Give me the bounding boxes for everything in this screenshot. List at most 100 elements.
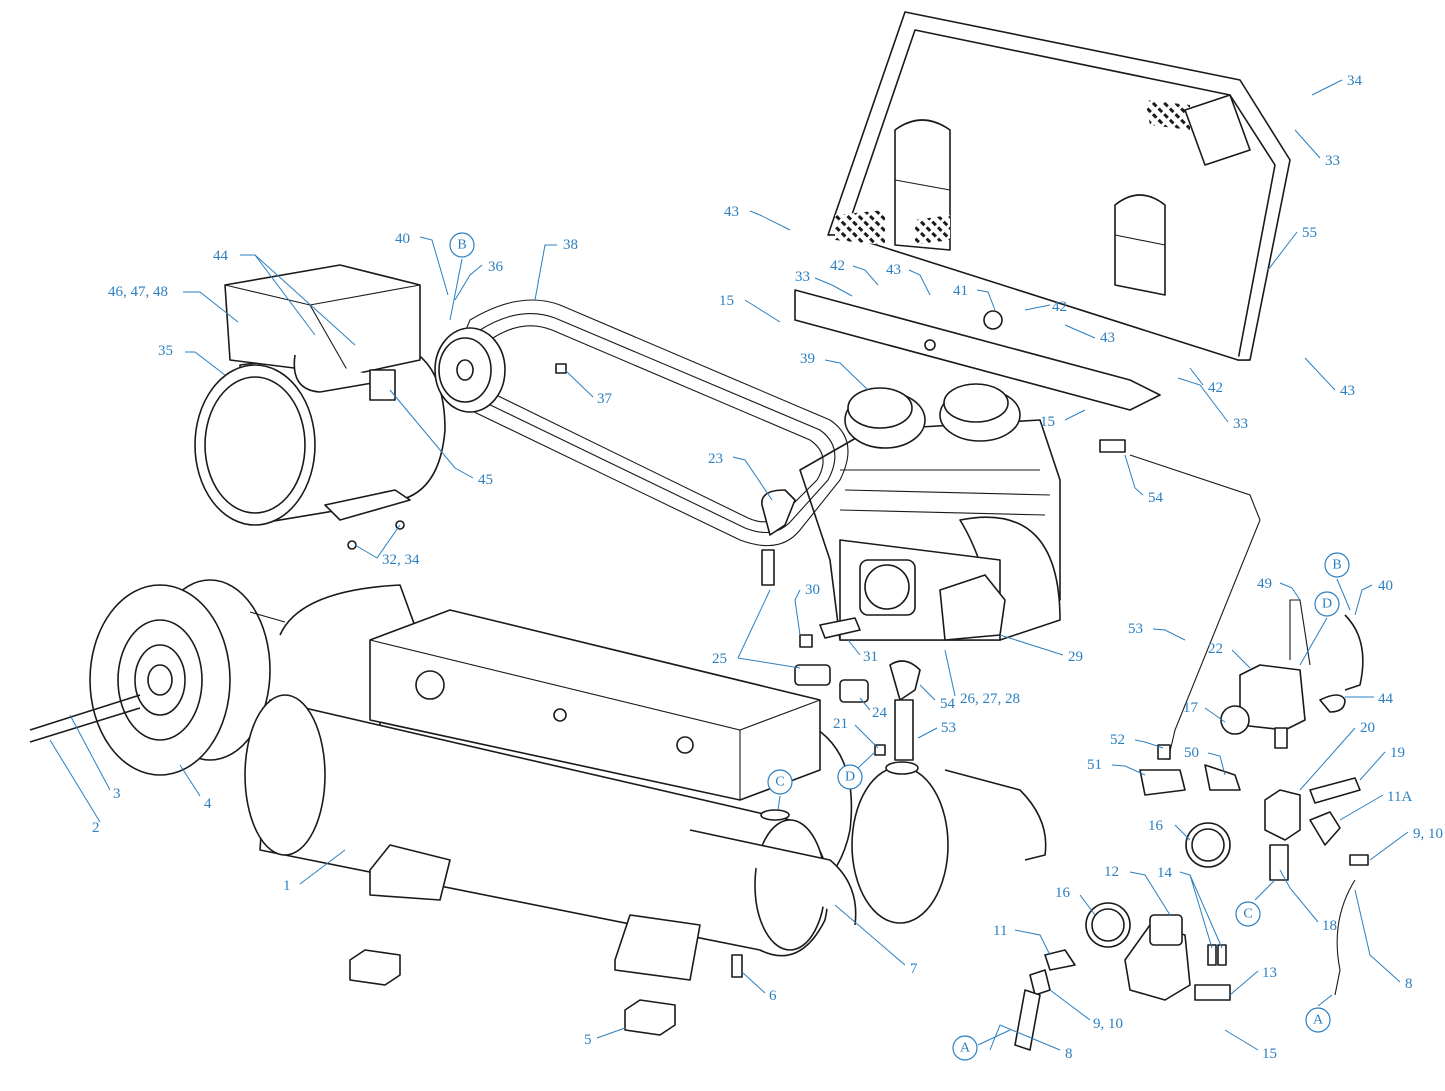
compressor-pump	[799, 383, 1061, 641]
callout-label: 3	[113, 786, 121, 802]
callout-leader-line	[976, 289, 996, 311]
callout-leader-line	[564, 369, 594, 398]
connection-ref-leader	[777, 795, 781, 811]
callout-label: 50	[1184, 745, 1199, 761]
electric-motor	[194, 264, 446, 550]
callout-leader-line	[1014, 929, 1051, 956]
callout-label: 43	[724, 204, 739, 220]
connection-ref-marker: C	[1235, 901, 1261, 927]
callout-label: 6	[769, 988, 777, 1004]
callout-leader-line	[919, 684, 936, 701]
callout-label: 1	[283, 878, 291, 894]
callout-label: 44	[1378, 691, 1394, 707]
callout-leader-line	[376, 524, 401, 559]
callout-leader-line	[999, 634, 1064, 656]
callout-label: 15	[1262, 1046, 1277, 1062]
callout-leader-line	[1339, 794, 1384, 821]
callout-label: 16	[1055, 885, 1071, 901]
callout-label: 32, 34	[382, 552, 420, 568]
callout-leader-line	[1064, 324, 1096, 339]
callout-leader-line	[847, 639, 861, 656]
callout-leader-line	[1369, 831, 1409, 861]
callout-leader-line	[834, 904, 906, 966]
callout-leader-line	[1174, 824, 1191, 841]
connection-ref-label: D	[1322, 597, 1332, 612]
drain-valves	[1139, 744, 1241, 796]
wheel	[29, 579, 286, 776]
callout-label: 25	[712, 651, 727, 667]
callout-label: 7	[910, 961, 918, 977]
callout-label: 36	[488, 259, 504, 275]
connection-ref-circle	[1324, 552, 1350, 578]
connection-ref-label: A	[1313, 1013, 1324, 1028]
callout-leader-line	[917, 727, 938, 739]
callout-label: 26, 27, 28	[960, 691, 1020, 707]
callout-leader-line	[1231, 649, 1251, 669]
guard-bracket	[794, 289, 1161, 411]
connection-ref-label: B	[457, 238, 466, 253]
callout-leader-line	[354, 544, 378, 559]
connection-ref-label: D	[845, 770, 855, 785]
callout-label: 35	[158, 343, 173, 359]
callout-label: 15	[1040, 414, 1055, 430]
callout-leader-line	[944, 649, 956, 697]
callout-leader-line	[183, 291, 239, 323]
callout-label: 43	[1340, 383, 1355, 399]
connection-ref-marker: D	[1314, 591, 1340, 617]
callout-leader-line	[737, 657, 801, 669]
callout-leader-line	[389, 389, 474, 479]
callout-leader-line	[859, 697, 871, 711]
callout-label: 8	[1405, 976, 1413, 992]
callout-label: 54	[1148, 490, 1164, 506]
connection-ref-circle	[952, 1035, 978, 1061]
callout-label: 44	[213, 248, 229, 264]
callout-label: 9, 10	[1413, 826, 1443, 842]
callout-leader-line	[732, 456, 773, 501]
callout-label: 5	[584, 1032, 592, 1048]
connection-ref-leader	[449, 258, 463, 321]
callout-leader-line	[1224, 1029, 1259, 1051]
callout-leader-line	[1359, 751, 1386, 781]
callout-label: 29	[1068, 649, 1083, 665]
callout-label: 53	[1128, 621, 1143, 637]
tank-shroud	[369, 609, 821, 801]
callout-label: 40	[395, 231, 410, 247]
callout-leader-line	[737, 589, 771, 659]
callout-label: 14	[1157, 865, 1173, 881]
callout-leader-line	[1189, 874, 1223, 949]
callout-label: 11A	[1387, 789, 1412, 805]
connection-ref-label: C	[1243, 907, 1252, 922]
connection-ref-leader	[1299, 617, 1328, 666]
callout-leader-line	[1299, 727, 1356, 791]
callout-leader-line	[749, 210, 791, 231]
callout-leader-line	[824, 359, 869, 391]
callout-label: 11	[993, 923, 1007, 939]
callout-leader-line	[1229, 970, 1259, 996]
callout-label: 4	[204, 796, 212, 812]
callout-label: 33	[1325, 153, 1340, 169]
callout-leader-line	[534, 244, 557, 301]
callout-label: 16	[1148, 818, 1164, 834]
callout-label: 13	[1262, 965, 1277, 981]
callout-label: 22	[1208, 641, 1223, 657]
connection-ref-marker: C	[767, 769, 793, 795]
callout-leader-line	[1354, 584, 1373, 616]
callout-leader-line	[254, 254, 356, 346]
connection-ref-circle	[1305, 1007, 1331, 1033]
callout-leader-line	[419, 236, 449, 296]
connection-ref-marker: B	[1324, 552, 1350, 578]
callout-leader-line	[299, 849, 346, 885]
callout-leader-line	[1124, 454, 1144, 496]
callout-label: 12	[1104, 864, 1119, 880]
rubber-foot-a	[349, 949, 401, 986]
callout-label: 2	[92, 820, 100, 836]
callout-leader-line	[185, 351, 226, 376]
connection-ref-circle	[767, 769, 793, 795]
callout-label: 55	[1302, 225, 1317, 241]
callout-leader-line	[1311, 79, 1343, 96]
callout-label: 42	[1052, 299, 1067, 315]
callout-leader-line	[1354, 889, 1401, 983]
connection-ref-label: B	[1332, 558, 1341, 573]
callout-leader-line	[741, 971, 766, 994]
